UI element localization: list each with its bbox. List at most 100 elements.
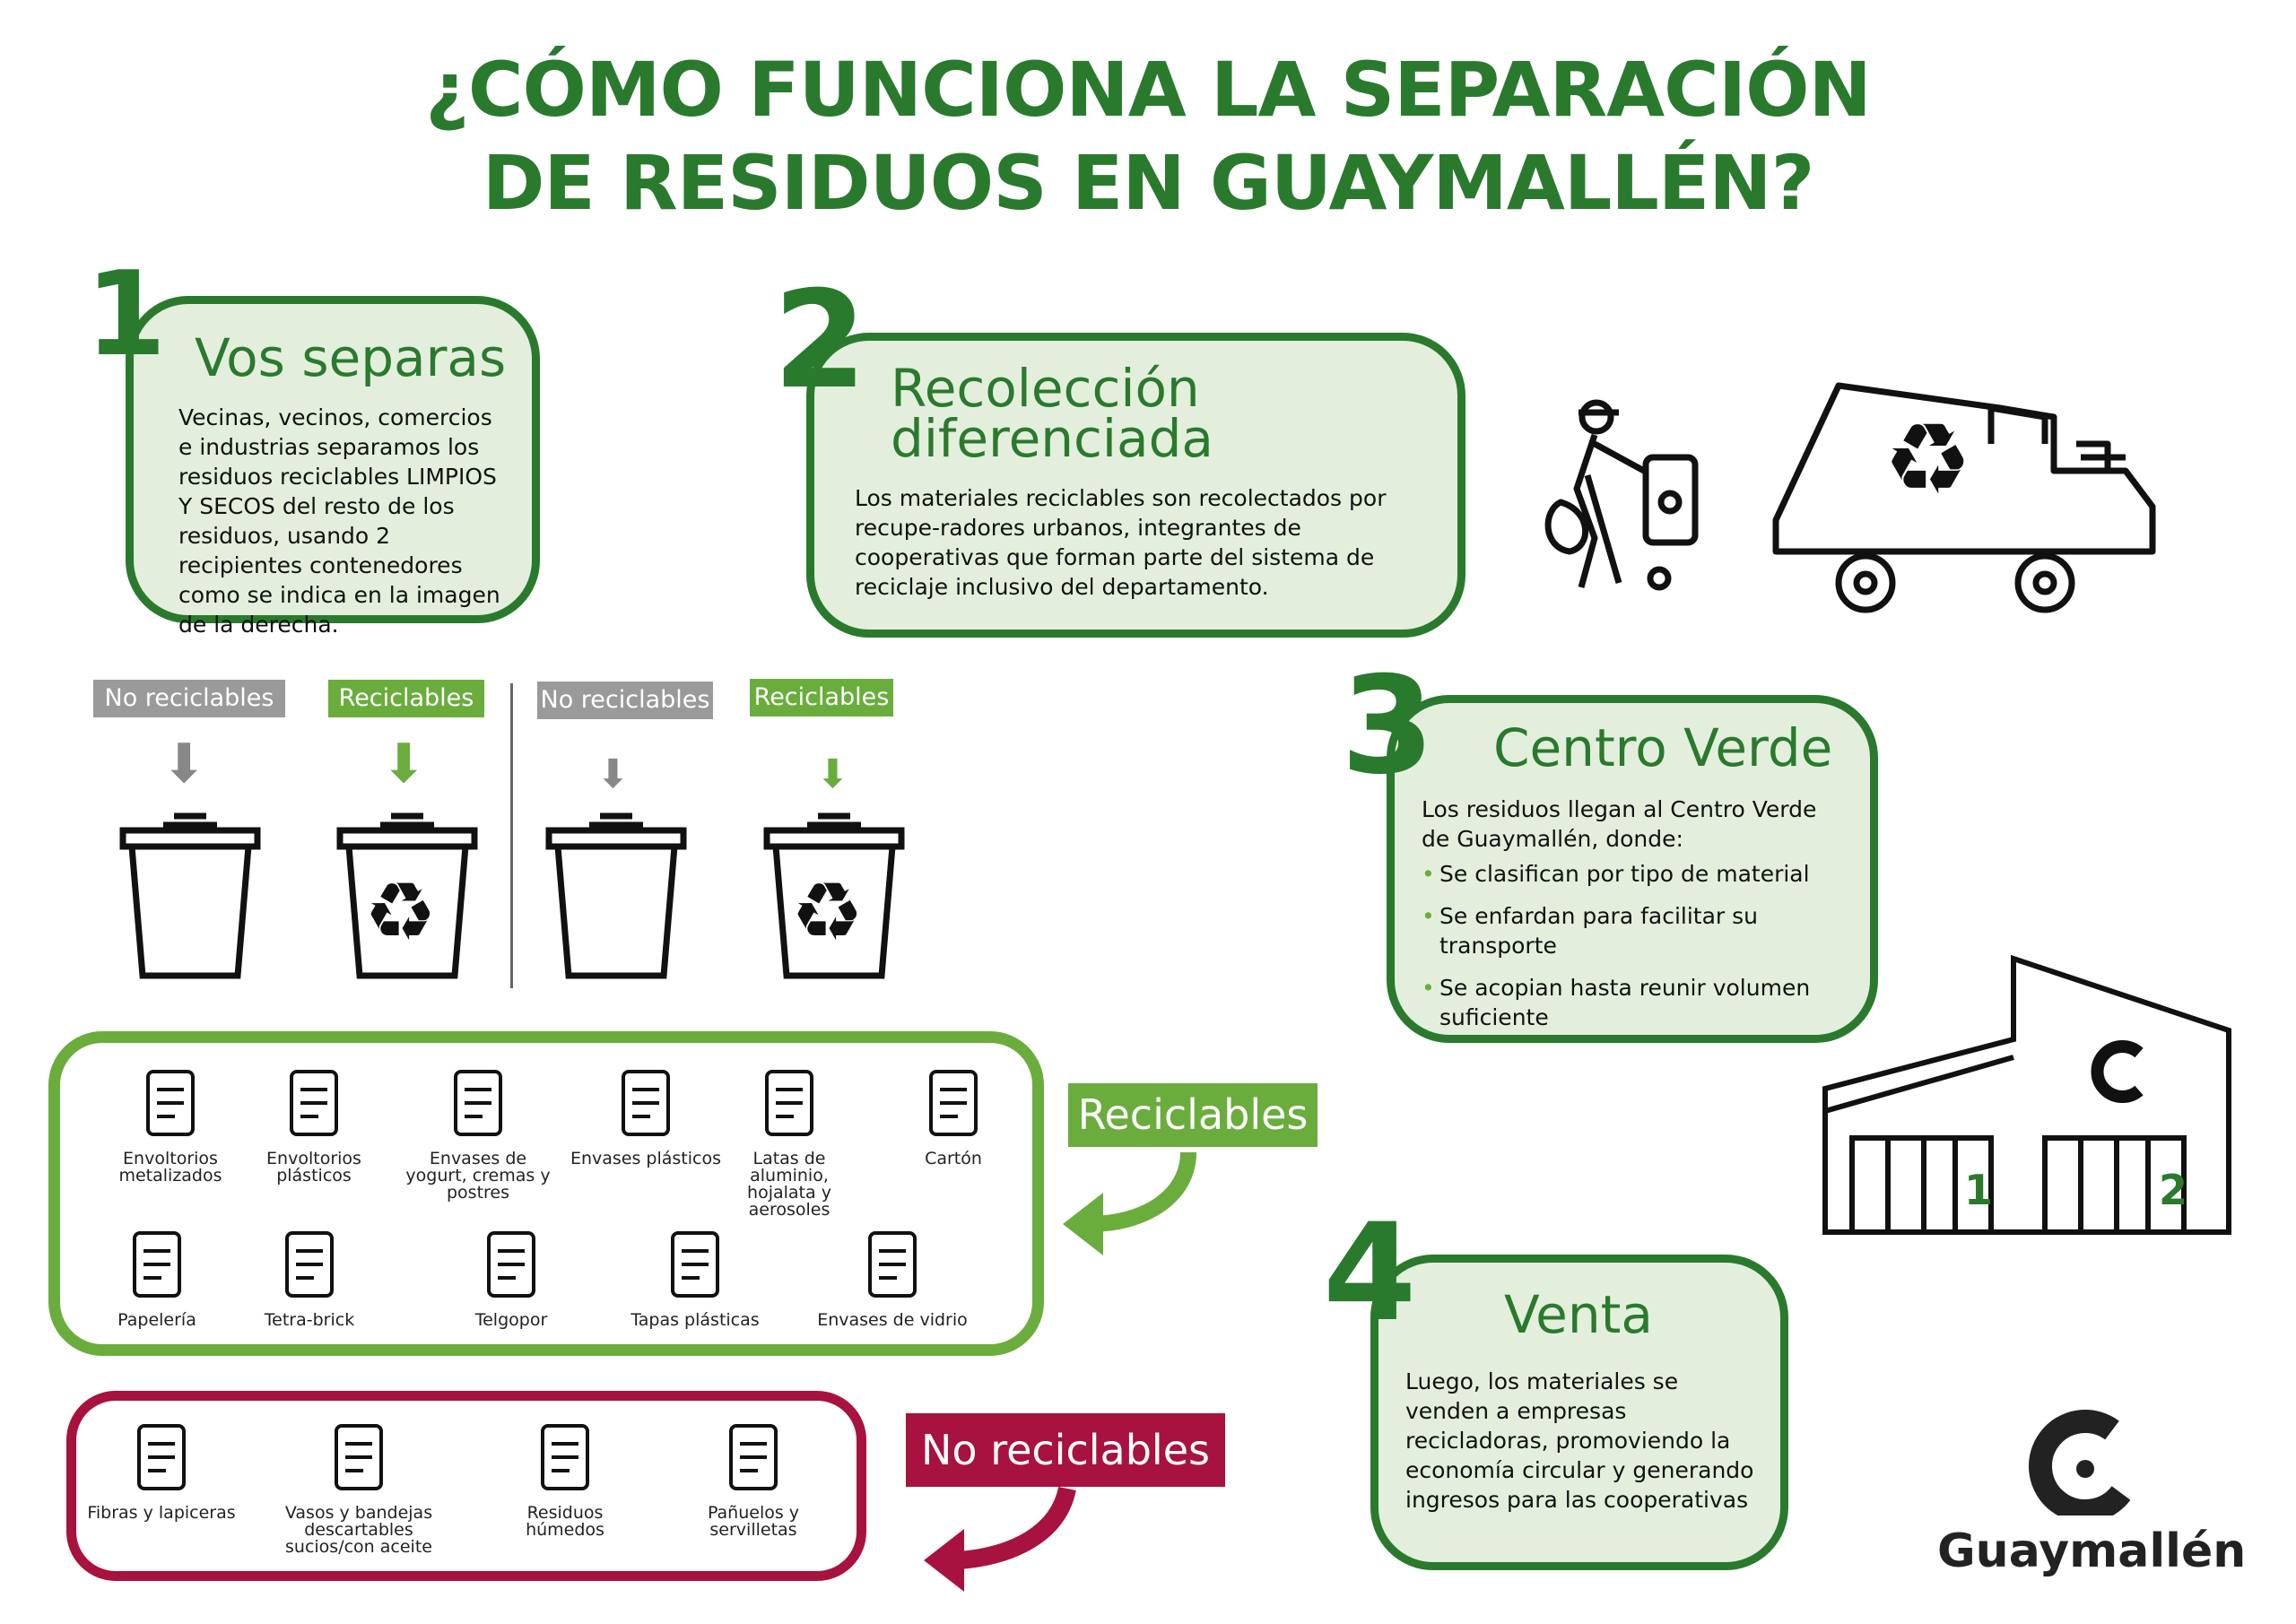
title-line-1: ¿CÓMO FUNCIONA LA SEPARACIÓN xyxy=(425,46,1872,134)
curved-arrow-icon xyxy=(924,1486,1076,1592)
title-line-2: DE RESIDUOS EN GUAYMALLÉN? xyxy=(482,139,1815,227)
item-label: Envases plásticos xyxy=(570,1149,722,1168)
recyclable-item: Envoltorios metalizados xyxy=(94,1063,247,1185)
recyclable-item: Cartón xyxy=(877,1063,1030,1168)
bullet: Se acopian hasta reunir volumen suficien… xyxy=(1422,973,1843,1032)
material-icon xyxy=(85,1417,238,1498)
material-icon xyxy=(570,1063,722,1143)
step-4-number: 4 xyxy=(1323,1195,1417,1351)
centro-verde-building-illustration xyxy=(1822,954,2231,1235)
step-4-box: Venta Luego, los materiales se venden a … xyxy=(1370,1255,1788,1570)
recyclables-panel xyxy=(48,1031,1044,1356)
step-1-box: Vos separas Vecinas, vecinos, comercios … xyxy=(126,296,540,638)
collection-truck-illustration: ♻ xyxy=(1544,382,2156,613)
non-recyclable-item: Vasos y bandejas descartables sucios/con… xyxy=(283,1417,435,1556)
recycling-bin-icon: ♻ xyxy=(336,812,478,979)
item-label: Vasos y bandejas descartables sucios/con… xyxy=(284,1503,433,1557)
recyclable-item: Envases de vidrio xyxy=(816,1224,969,1329)
item-label: Envoltorios plásticos xyxy=(266,1149,361,1185)
step-4-heading: Venta xyxy=(1504,1284,1653,1345)
item-label: Latas de aluminio, hojalata y aerosoles xyxy=(747,1149,831,1220)
step-4-body: Luego, los materiales se venden a empres… xyxy=(1405,1368,1754,1513)
material-icon xyxy=(233,1224,386,1305)
garbage-truck-icon: ♻ xyxy=(1772,382,2156,613)
item-label: Residuos húmedos xyxy=(526,1503,604,1540)
item-label: Envoltorios metalizados xyxy=(118,1149,222,1185)
trash-bin-icon xyxy=(545,812,687,979)
item-label: Tetra-brick xyxy=(264,1310,355,1330)
material-icon xyxy=(94,1063,247,1143)
item-label: Envases de vidrio xyxy=(817,1310,968,1330)
step-2-number: 2 xyxy=(773,263,867,419)
non-recyclable-item: Fibras y lapiceras xyxy=(85,1417,238,1522)
waste-picker-icon xyxy=(1544,399,1699,591)
item-label: Cartón xyxy=(925,1149,982,1168)
step-3-body: Los residuos llegan al Centro Verde de G… xyxy=(1422,796,1817,852)
bullet: Se enfardan para facilitar su transporte xyxy=(1422,901,1843,960)
arrow-down-icon: ⬇ xyxy=(381,733,427,795)
step-3-bullets: Se clasifican por tipo de material Se en… xyxy=(1422,859,1843,1032)
recyclable-item: Envoltorios plásticos xyxy=(238,1063,390,1185)
recyclable-item: Telgopor xyxy=(435,1224,587,1329)
door-1-label: 1 xyxy=(1964,1166,1994,1214)
door-2-label: 2 xyxy=(2159,1166,2188,1214)
bullet: Se clasifican por tipo de material xyxy=(1422,859,1843,889)
svg-text:♻: ♻ xyxy=(1883,402,1972,517)
step-2-heading-line-1: Recolección xyxy=(891,358,1200,419)
material-icon xyxy=(402,1063,554,1143)
curved-arrow-icon xyxy=(1063,1151,1196,1255)
material-icon xyxy=(713,1063,865,1143)
step-3-box: Centro Verde Los residuos llegan al Cent… xyxy=(1387,695,1878,1043)
item-label: Telgopor xyxy=(474,1310,548,1330)
step-2-body: Los materiales reciclables son recolecta… xyxy=(855,485,1387,600)
bin-label-reciclables: Reciclables xyxy=(328,680,484,717)
material-icon xyxy=(81,1224,233,1305)
trash-bin-icon xyxy=(119,812,261,979)
item-label: Pañuelos y servilletas xyxy=(707,1503,800,1540)
recycling-bin-icon: ♻ xyxy=(763,812,905,979)
non-recyclables-tag: No reciclables xyxy=(906,1413,1225,1487)
non-recyclable-item: Residuos húmedos xyxy=(489,1417,641,1539)
svg-text:♻: ♻ xyxy=(791,865,864,960)
material-icon xyxy=(489,1417,641,1498)
arrow-down-icon: ⬇ xyxy=(161,733,207,795)
step-3-number: 3 xyxy=(1341,648,1435,804)
divider xyxy=(510,683,513,988)
step-1-heading: Vos separas xyxy=(195,327,507,388)
logo-wordmark: Guaymallén xyxy=(1937,1524,2247,1578)
recyclables-tag: Reciclables xyxy=(1068,1083,1318,1147)
non-recyclables-panel xyxy=(66,1391,866,1581)
material-icon xyxy=(619,1224,771,1305)
bin-label-reciclables: Reciclables xyxy=(750,679,893,716)
recyclable-item: Tetra-brick xyxy=(233,1224,386,1329)
recyclable-item: Envases plásticos xyxy=(570,1063,722,1168)
item-label: Tapas plásticas xyxy=(631,1310,760,1330)
bin-label-no-reciclables: No reciclables xyxy=(537,682,713,719)
step-1-body: Vecinas, vecinos, comercios e industrias… xyxy=(178,404,500,638)
material-icon xyxy=(283,1417,435,1498)
step-3-heading: Centro Verde xyxy=(1493,717,1833,778)
svg-text:♻: ♻ xyxy=(364,865,437,960)
recyclable-item: Latas de aluminio, hojalata y aerosoles xyxy=(713,1063,865,1219)
page-title: ¿CÓMO FUNCIONA LA SEPARACIÓN DE RESIDUOS… xyxy=(0,43,2296,230)
arrow-down-icon: ⬇ xyxy=(596,751,630,797)
arrow-down-icon: ⬇ xyxy=(816,751,849,797)
item-label: Envases de yogurt, cremas y postres xyxy=(405,1149,551,1203)
recyclable-item: Envases de yogurt, cremas y postres xyxy=(402,1063,554,1202)
bin-label-no-reciclables: No reciclables xyxy=(93,680,285,717)
material-icon xyxy=(435,1224,587,1305)
material-icon xyxy=(816,1224,969,1305)
recyclable-item: Tapas plásticas xyxy=(619,1224,771,1329)
recyclable-item: Papelería xyxy=(81,1224,233,1329)
step-1-number: 1 xyxy=(85,246,167,382)
material-icon xyxy=(238,1063,390,1143)
material-icon xyxy=(877,1063,1030,1143)
item-label: Fibras y lapiceras xyxy=(87,1503,236,1523)
guaymallen-logo-icon xyxy=(2029,1410,2131,1515)
item-label: Papelería xyxy=(117,1310,196,1330)
non-recyclable-item: Pañuelos y servilletas xyxy=(677,1417,830,1539)
material-icon xyxy=(677,1417,830,1498)
step-2-heading-line-2: diferenciada xyxy=(891,408,1213,469)
